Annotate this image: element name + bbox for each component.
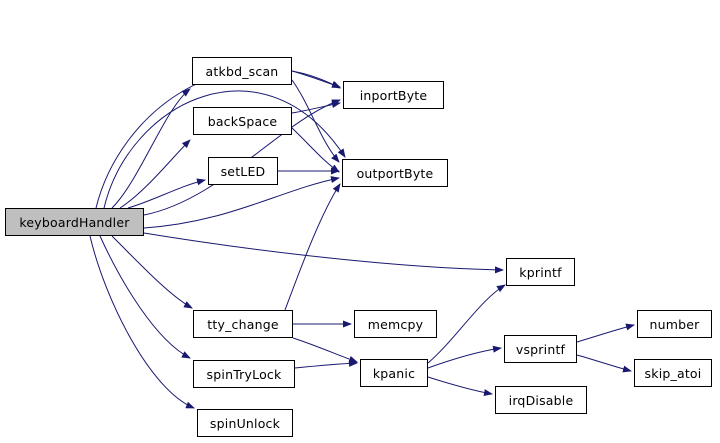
graph-node-label: irqDisable (508, 392, 574, 408)
graph-node-inportByte[interactable]: inportByte (343, 81, 444, 109)
graph-node-label: spinTryLock (206, 366, 282, 382)
graph-node-spinUnlock[interactable]: spinUnlock (197, 409, 293, 437)
call-edge-backSpace-to-inportByte (291, 101, 341, 114)
graph-node-label: keyboardHandler (19, 214, 130, 230)
call-edge-atkbd_scan-to-inportByte (291, 70, 341, 88)
call-edge-keyboardHandler-to-setLED (127, 178, 206, 209)
graph-node-label: kpanic (372, 365, 416, 381)
graph-node-tty_change[interactable]: tty_change (193, 310, 293, 338)
graph-node-backSpace[interactable]: backSpace (193, 107, 292, 135)
graph-node-skip_atoi[interactable]: skip_atoi (634, 359, 712, 387)
graph-node-irqDisable[interactable]: irqDisable (495, 386, 587, 414)
call-edge-tty_change-to-kpanic (292, 337, 358, 363)
call-edge-backSpace-to-outportByte (291, 127, 340, 173)
call-edge-keyboardHandler-to-spinTryLock (99, 235, 191, 359)
call-edge-keyboardHandler-to-outportByte (103, 90, 346, 209)
call-edge-vsprintf-to-number (576, 323, 635, 343)
graph-node-label: skip_atoi (644, 365, 702, 381)
graph-node-kpanic[interactable]: kpanic (360, 359, 428, 387)
call-edge-kpanic-to-vsprintf (427, 345, 502, 369)
graph-node-label: setLED (220, 163, 266, 179)
call-edge-keyboardHandler-to-outportByte (143, 176, 340, 229)
graph-node-label: inportByte (359, 87, 428, 103)
graph-node-label: tty_change (207, 316, 279, 332)
call-edge-keyboardHandler-to-backSpace (119, 139, 191, 209)
graph-node-outportByte[interactable]: outportByte (342, 159, 448, 187)
graph-node-memcpy[interactable]: memcpy (354, 310, 437, 338)
call-edge-kpanic-to-irqDisable (427, 376, 493, 397)
call-edge-keyboardHandler-to-atkbd_scan (111, 88, 191, 209)
graph-node-number[interactable]: number (637, 310, 712, 338)
graph-node-kprintf[interactable]: kprintf (506, 258, 575, 286)
call-edge-keyboardHandler-to-inportByte (95, 68, 341, 209)
graph-node-label: number (649, 316, 700, 332)
call-edge-tty_change-to-outportByte (284, 183, 341, 311)
graph-node-spinTryLock[interactable]: spinTryLock (193, 360, 295, 388)
graph-node-label: spinUnlock (209, 415, 281, 431)
call-edge-spinTryLock-to-kpanic (294, 359, 358, 369)
graph-node-label: backSpace (207, 113, 278, 129)
call-edge-atkbd_scan-to-outportByte (291, 79, 340, 163)
graph-node-atkbd_scan[interactable]: atkbd_scan (192, 57, 292, 85)
graph-node-label: memcpy (367, 316, 424, 332)
graph-node-label: atkbd_scan (205, 63, 279, 79)
call-edge-vsprintf-to-skip_atoi (576, 354, 632, 373)
graph-node-setLED[interactable]: setLED (208, 157, 278, 185)
call-edge-kpanic-to-kprintf (427, 284, 506, 364)
graph-node-vsprintf[interactable]: vsprintf (504, 335, 577, 363)
graph-node-label: outportByte (356, 165, 434, 181)
graph-node-label: vsprintf (515, 341, 566, 357)
call-edge-keyboardHandler-to-kprintf (143, 232, 504, 274)
call-edge-keyboardHandler-to-spinUnlock (89, 235, 195, 409)
graph-node-label: kprintf (519, 264, 562, 280)
call-edge-keyboardHandler-to-tty_change (111, 235, 193, 309)
graph-node-keyboardHandler[interactable]: keyboardHandler (5, 208, 144, 236)
